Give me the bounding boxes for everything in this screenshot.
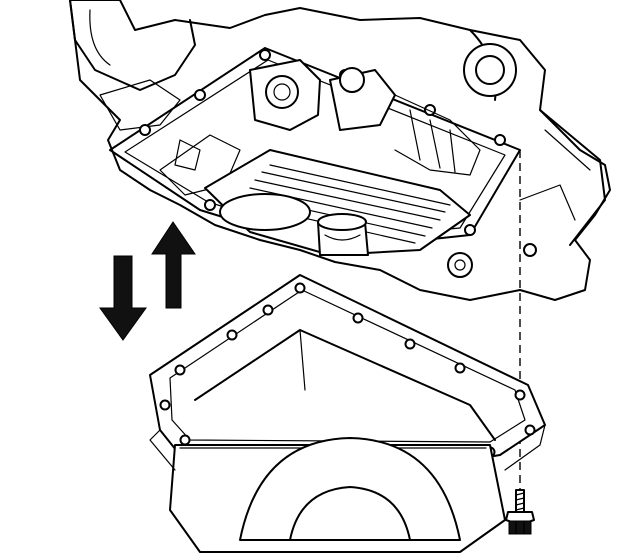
drain-bolt — [505, 489, 535, 535]
pan-bolt-holes — [159, 282, 536, 458]
oil-pan — [149, 274, 546, 553]
transmission-case — [69, 0, 611, 301]
pan-gasket-surface — [169, 289, 526, 443]
arrow-down-icon — [99, 255, 147, 341]
arrow-up-icon — [151, 221, 196, 309]
